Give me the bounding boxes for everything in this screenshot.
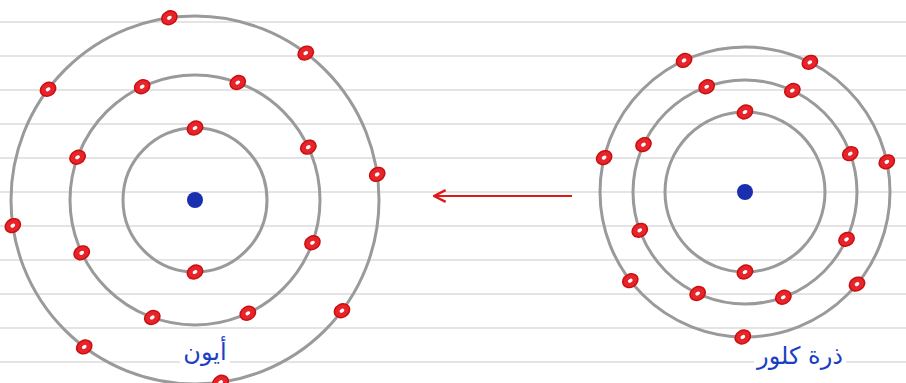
electron	[735, 262, 755, 281]
electron	[238, 304, 258, 323]
electron-highlight	[742, 109, 748, 115]
electron	[877, 152, 897, 171]
electron-shell	[70, 75, 320, 325]
electron-highlight	[192, 269, 198, 275]
electron-highlight	[303, 50, 309, 56]
electron	[159, 8, 179, 27]
chlorine-atom: ذرة كلور	[600, 47, 890, 337]
electron	[210, 373, 230, 383]
electron-highlight	[789, 88, 795, 94]
electron-highlight	[627, 278, 633, 284]
electron	[674, 51, 694, 70]
electron	[630, 221, 650, 240]
electron	[773, 288, 793, 307]
electron-highlight	[309, 240, 315, 246]
electron	[735, 102, 755, 121]
electron	[185, 262, 205, 281]
electron-highlight	[637, 227, 643, 233]
electron-highlight	[218, 379, 224, 383]
electron-shell	[633, 80, 857, 304]
electron-highlight	[780, 294, 786, 300]
reaction-arrow	[434, 195, 572, 197]
electron-highlight	[10, 223, 16, 229]
electron-highlight	[640, 142, 646, 148]
electron	[594, 148, 614, 167]
electron-highlight	[74, 154, 80, 160]
electron-highlight	[139, 84, 145, 90]
electron	[800, 53, 820, 72]
electron-highlight	[81, 344, 87, 350]
electron	[840, 144, 860, 163]
electron-highlight	[305, 144, 311, 150]
atom-label: ذرة كلور	[754, 342, 846, 371]
electron	[67, 148, 87, 167]
electron-highlight	[807, 60, 813, 66]
electron-highlight	[192, 125, 198, 131]
electron-highlight	[149, 315, 155, 321]
nucleus	[737, 184, 753, 200]
electron-highlight	[45, 86, 51, 92]
electron-shell	[665, 112, 825, 272]
electron	[296, 43, 316, 62]
electron-highlight	[704, 84, 710, 90]
electron-highlight	[847, 151, 853, 157]
electron	[697, 77, 717, 96]
electron-highlight	[79, 250, 85, 256]
atom-shells	[600, 47, 890, 337]
electron	[620, 271, 640, 290]
atom-label: أيون	[180, 338, 229, 367]
electron-shell	[123, 128, 267, 272]
nucleus	[187, 192, 203, 208]
electron-highlight	[843, 237, 849, 243]
electron-highlight	[601, 155, 607, 161]
electron	[142, 308, 162, 327]
electron	[228, 73, 248, 92]
electron	[302, 233, 322, 252]
electron-shell	[11, 16, 379, 383]
electron-highlight	[339, 308, 345, 314]
electron-highlight	[374, 172, 380, 178]
electron-highlight	[235, 80, 241, 86]
electron	[633, 135, 653, 154]
electron	[836, 230, 856, 249]
electron	[132, 77, 152, 96]
electron-highlight	[742, 269, 748, 275]
electron-highlight	[681, 58, 687, 64]
electron	[74, 337, 94, 356]
electron	[332, 301, 352, 320]
electron	[847, 274, 867, 293]
electron	[298, 138, 318, 157]
electron	[3, 216, 23, 235]
electron-highlight	[245, 310, 251, 316]
electron	[38, 80, 58, 99]
electron	[367, 165, 387, 184]
electron-highlight	[854, 281, 860, 287]
electron-highlight	[740, 334, 746, 340]
electron-shell	[600, 47, 890, 337]
electron	[687, 284, 707, 303]
atom-shells	[11, 16, 379, 383]
electron-highlight	[695, 291, 701, 297]
electron-highlight	[884, 159, 890, 165]
chloride-ion: أيون	[11, 16, 379, 383]
electron	[733, 327, 753, 346]
electron-highlight	[166, 15, 172, 21]
electron	[185, 118, 205, 137]
electron	[782, 81, 802, 100]
electron	[72, 243, 92, 262]
